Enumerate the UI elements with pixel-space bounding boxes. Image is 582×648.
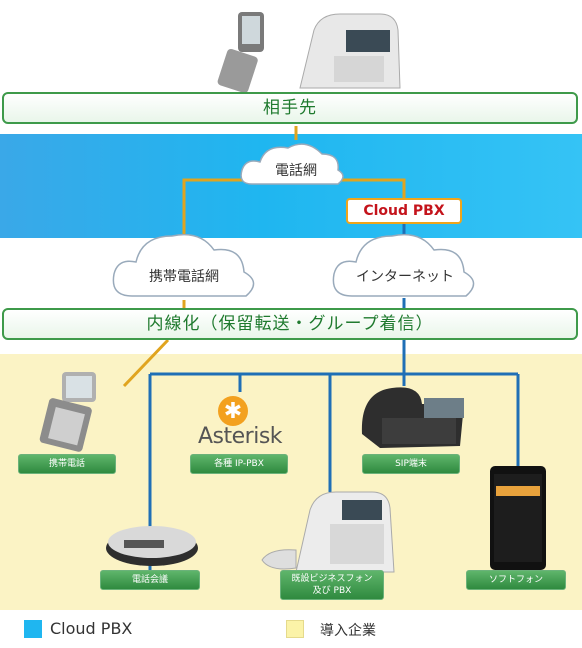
sip-phone-device-icon [361,387,464,448]
mobile-phone-device-icon [39,372,96,452]
line-phone-to-pbx [340,178,406,200]
cloud-internet-shape [332,233,475,297]
mobile-network-label: 携帯電話網 [149,269,219,285]
counterpart-bar: 相手先 [2,92,578,124]
cloud-mobile-network-shape [112,233,255,297]
top-flip-phone-icon [217,12,264,93]
asterisk-star-icon: ✱ [218,396,248,426]
internet-label: インターネット [356,269,454,285]
legend-cloud-pbx-text: Cloud PBX [50,619,133,638]
mobile-device-label: 携帯電話 [18,454,116,474]
conference-label: 電話会議 [100,570,200,590]
existing-phone-label-line2: 及び PBX [312,586,352,596]
sip-phone-label: SIP端末 [362,454,460,474]
line-phone-to-mobile [182,178,245,238]
legend-company-swatch [286,620,304,638]
conference-phone-device-icon [106,526,198,566]
legend-cloud-pbx-swatch [24,620,42,638]
existing-phone-label: 既設ビジネスフォン 及び PBX [280,570,384,600]
existing-phone-label-line1: 既設ビジネスフォン [291,574,373,584]
top-desk-phone-icon [299,13,401,89]
cloud-phone-network-shape [240,143,344,185]
cloud-pbx-tag: Cloud PBX [346,198,462,224]
softphone-label: ソフトフォン [466,570,566,590]
phone-network-label: 電話網 [275,163,317,179]
ip-pbx-label: 各種 IP-PBX [190,454,288,474]
extension-bar: 内線化（保留転送・グループ着信） [2,308,578,340]
line-to-mobile-device [122,338,170,388]
asterisk-logo: Asterisk [198,424,283,449]
existing-business-phone-device-icon [261,491,395,573]
smartphone-device-icon [490,466,546,570]
legend-company-text: 導入企業 [320,623,376,639]
